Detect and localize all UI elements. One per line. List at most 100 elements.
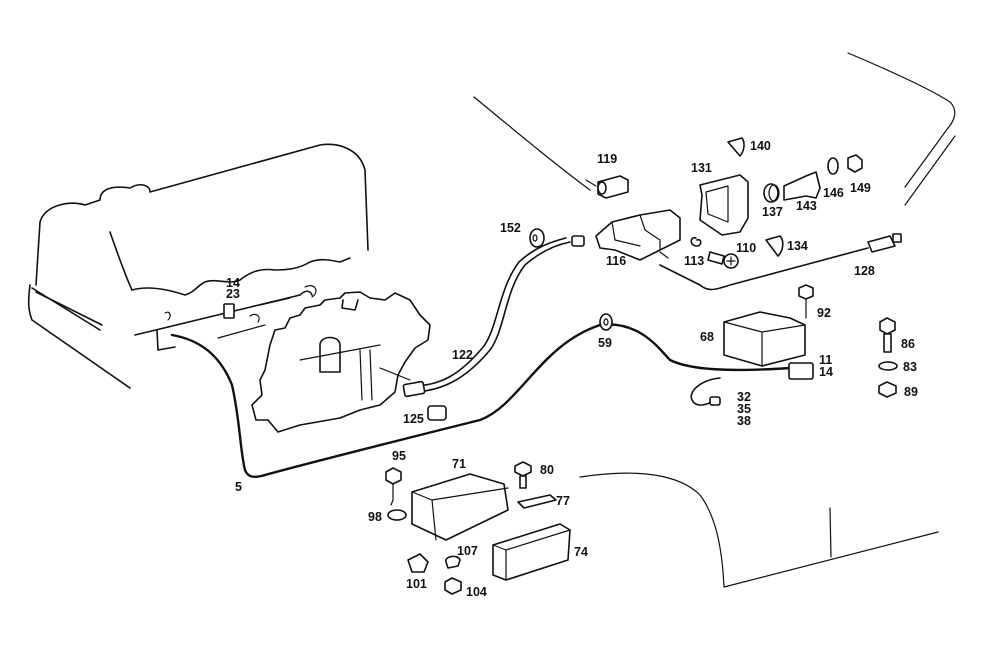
cap-134[interactable] xyxy=(765,235,784,257)
cover-74-edges xyxy=(492,529,571,581)
bush-137[interactable] xyxy=(763,183,779,203)
label-86: 86 xyxy=(901,337,915,351)
label-35: 35 xyxy=(737,402,751,416)
label-68: 68 xyxy=(700,330,714,344)
module-71[interactable] xyxy=(411,473,509,541)
label-146: 146 xyxy=(823,186,844,200)
label-80: 80 xyxy=(540,463,554,477)
label-134: 134 xyxy=(787,239,808,253)
clip-125[interactable] xyxy=(427,405,447,421)
cable-122-end-fitting[interactable] xyxy=(571,235,585,247)
pump-body-line xyxy=(299,344,381,361)
wiring-harness-5[interactable] xyxy=(170,323,792,479)
engine-block xyxy=(27,143,369,389)
label-92: 92 xyxy=(817,306,831,320)
label-95: 95 xyxy=(392,449,406,463)
label-14: 14 xyxy=(226,276,240,290)
actuator-116-detail-2 xyxy=(611,221,641,247)
nut-149[interactable] xyxy=(847,154,863,173)
connector-14-23[interactable] xyxy=(223,303,235,319)
cable-end-connector[interactable] xyxy=(402,380,426,398)
module-71-edges xyxy=(411,487,509,541)
label-83: 83 xyxy=(903,360,917,374)
screw-110-cross xyxy=(726,256,736,266)
grommet-59[interactable] xyxy=(599,313,613,331)
control-unit-68[interactable] xyxy=(723,311,806,367)
label-74: 74 xyxy=(574,545,588,559)
cable-128[interactable] xyxy=(659,247,869,291)
label-113: 113 xyxy=(684,254,704,268)
leader-116 xyxy=(659,251,669,259)
label-137: 137 xyxy=(762,205,783,219)
label-122: 122 xyxy=(452,348,473,362)
screw-110-shank xyxy=(707,251,725,265)
bolt-86-head[interactable] xyxy=(879,317,896,335)
cable-128-end-fitting[interactable] xyxy=(867,235,896,253)
label-32: 32 xyxy=(737,390,751,404)
wheel-arch-outline xyxy=(579,472,939,588)
engine-valve-cover-base xyxy=(134,290,313,336)
washer-146[interactable] xyxy=(827,157,839,175)
snap-ring-113[interactable] xyxy=(690,236,702,247)
hood-outline xyxy=(473,52,956,206)
clip-nut-101[interactable] xyxy=(407,553,429,573)
sensor-lead[interactable] xyxy=(690,377,721,406)
sensor-32-35-38[interactable] xyxy=(709,396,721,406)
label-143: 143 xyxy=(796,199,817,213)
label-149: 149 xyxy=(850,181,871,195)
label-116: 116 xyxy=(606,254,626,268)
label-128: 128 xyxy=(854,264,875,278)
pump-top-cap xyxy=(341,299,359,311)
washer-98[interactable] xyxy=(387,509,407,521)
bush-137-rim xyxy=(768,184,780,202)
spacer-152-hole xyxy=(532,234,538,242)
engine-head-wavy-line xyxy=(131,257,351,296)
actuator-116-detail xyxy=(639,214,661,251)
engine-side-line-2 xyxy=(35,291,103,326)
bolt-80-shank xyxy=(519,475,527,489)
wheel-arch-line xyxy=(579,472,939,588)
injection-pump xyxy=(251,291,431,433)
pump-body-line-2 xyxy=(359,349,363,401)
pump-body-outline xyxy=(251,291,431,433)
label-14-connector: 14 xyxy=(819,365,833,379)
actuator-116[interactable] xyxy=(595,209,681,261)
cable-128-tip[interactable] xyxy=(892,233,902,243)
engine-cover-outline xyxy=(35,143,369,286)
body-seam-line xyxy=(829,507,832,558)
engine-rail-line xyxy=(217,324,266,339)
label-140: 140 xyxy=(750,139,771,153)
engine-detail-curl-3 xyxy=(304,285,317,298)
cable-122[interactable] xyxy=(409,241,571,393)
label-104: 104 xyxy=(466,585,487,599)
label-131: 131 xyxy=(691,161,712,175)
control-unit-68-edges xyxy=(723,321,806,367)
engine-cover-crease xyxy=(109,231,133,291)
label-152: 152 xyxy=(500,221,521,235)
connector-11-14[interactable] xyxy=(788,362,814,380)
cover-74[interactable] xyxy=(492,523,571,581)
spring-washer-83[interactable] xyxy=(878,361,898,371)
label-5: 5 xyxy=(235,480,242,494)
part-labels: 5 14 23 59 68 71 74 77 80 83 86 89 92 95… xyxy=(226,139,918,599)
leader-119 xyxy=(585,179,597,187)
screw-92-head[interactable] xyxy=(798,284,814,300)
pump-lever-line xyxy=(379,367,411,381)
clip-77[interactable] xyxy=(517,494,557,509)
engine-detail-curl xyxy=(164,311,171,321)
bolt-80-head[interactable] xyxy=(514,461,532,477)
nut-104[interactable] xyxy=(444,577,462,595)
engine-detail-line xyxy=(259,297,291,306)
engine-bracket xyxy=(156,329,176,351)
cap-140[interactable] xyxy=(727,137,745,157)
fender-inner-line xyxy=(904,135,956,206)
engine-front-edge xyxy=(27,284,131,389)
pump-governor-housing xyxy=(319,336,341,373)
washer-107[interactable] xyxy=(445,555,461,569)
screw-95-head[interactable] xyxy=(385,467,402,485)
label-107: 107 xyxy=(457,544,478,558)
label-125: 125 xyxy=(403,412,424,426)
nut-89[interactable] xyxy=(878,381,897,398)
knob-143[interactable] xyxy=(783,171,821,201)
